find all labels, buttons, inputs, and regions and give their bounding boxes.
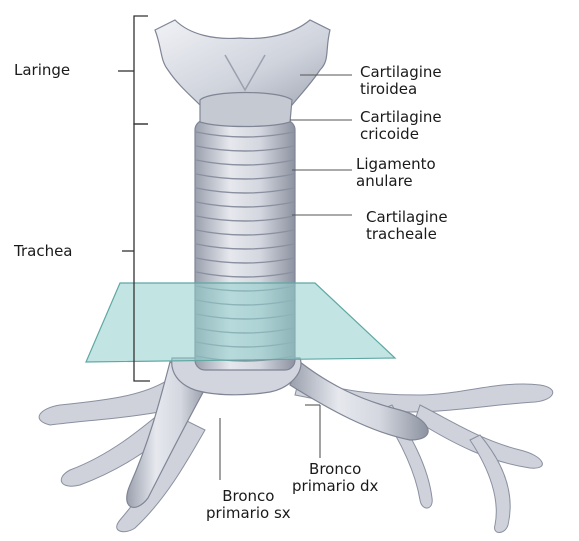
label-line: cricoide — [360, 126, 442, 143]
label-cartilagine-tiroidea: Cartilagine tiroidea — [360, 64, 442, 98]
label-line: tracheale — [366, 226, 448, 243]
larynx-bracket — [118, 16, 148, 124]
label-cartilagine-tracheale: Cartilagine tracheale — [366, 209, 448, 243]
label-line: tiroidea — [360, 81, 442, 98]
label-bronco-primario-sx: Bronco primario sx — [206, 488, 291, 522]
label-line: primario sx — [206, 505, 291, 522]
label-line: anulare — [356, 173, 436, 190]
label-line: Cartilagine — [366, 209, 448, 226]
label-laringe: Laringe — [14, 62, 70, 79]
bronchial-tree — [39, 375, 553, 533]
label-trachea: Trachea — [14, 243, 73, 260]
label-line: Cartilagine — [360, 109, 442, 126]
label-line: primario dx — [292, 478, 378, 495]
label-ligamento-anulare: Ligamento anulare — [356, 156, 436, 190]
label-cartilagine-cricoide: Cartilagine cricoide — [360, 109, 442, 143]
label-line: Bronco — [206, 488, 291, 505]
label-line: Bronco — [292, 461, 378, 478]
label-line: Cartilagine — [360, 64, 442, 81]
cross-section-plane — [86, 283, 395, 362]
larynx — [155, 20, 330, 127]
label-bronco-primario-dx: Bronco primario dx — [292, 461, 378, 495]
label-line: Ligamento — [356, 156, 436, 173]
